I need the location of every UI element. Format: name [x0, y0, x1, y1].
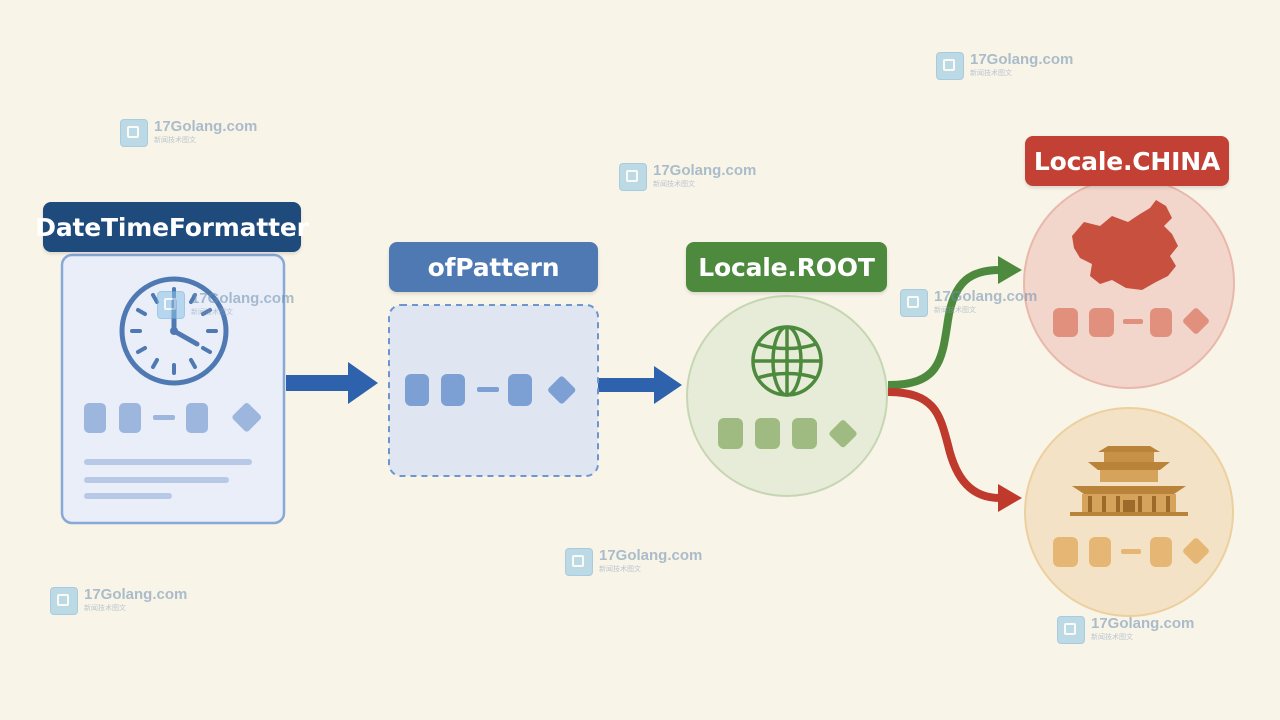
- clock-icon: [119, 276, 229, 386]
- watermark-logo-icon: [565, 548, 593, 576]
- watermark-text: 17Golang.com: [599, 547, 703, 564]
- watermark-subtext: 新闻技术图文: [1091, 633, 1133, 641]
- china-label: Locale.CHINA: [1025, 136, 1229, 186]
- formatter-card: [60, 253, 286, 525]
- watermark-text: 17Golang.com: [1091, 615, 1195, 632]
- arrow-root-to-palace: [887, 388, 1022, 512]
- watermark-text: 17Golang.com: [970, 51, 1074, 68]
- arrow-pattern-to-root: [598, 366, 682, 404]
- watermark-logo-icon: [1057, 616, 1085, 644]
- watermark-subtext: 新闻技术图文: [934, 306, 976, 314]
- root-tokens: [718, 418, 857, 449]
- watermark-logo-icon: [619, 163, 647, 191]
- pattern-tokens: [405, 374, 576, 406]
- watermark-subtext: 新闻技术图文: [84, 604, 126, 612]
- globe-icon: [751, 325, 823, 397]
- watermark-text: 17Golang.com: [84, 586, 188, 603]
- arrow-root-to-china: [887, 256, 1022, 389]
- pattern-card: [388, 304, 599, 477]
- watermark-subtext: 新闻技术图文: [191, 308, 233, 316]
- formatter-text-lines: [84, 459, 252, 499]
- formatter-label: DateTimeFormatter: [35, 202, 309, 252]
- watermark-logo-icon: [50, 587, 78, 615]
- watermark-subtext: 新闻技术图文: [599, 565, 641, 573]
- watermark-logo-icon: [120, 119, 148, 147]
- palace-icon: [1070, 446, 1188, 516]
- watermark-text: 17Golang.com: [191, 290, 295, 307]
- watermark-logo-icon: [900, 289, 928, 317]
- watermark-subtext: 新闻技术图文: [154, 136, 196, 144]
- palace-tokens: [1053, 537, 1209, 567]
- china-tokens: [1053, 308, 1209, 337]
- watermark-subtext: 新闻技术图文: [653, 180, 695, 188]
- watermark-logo-icon: [936, 52, 964, 80]
- china-circle: [1023, 177, 1235, 389]
- arrow-formatter-to-pattern: [286, 362, 378, 404]
- watermark-subtext: 新闻技术图文: [970, 69, 1012, 77]
- watermark-text: 17Golang.com: [934, 288, 1038, 305]
- china-map-icon: [1072, 200, 1178, 290]
- palace-circle: [1024, 407, 1234, 617]
- formatter-pattern-tokens: [84, 402, 262, 433]
- root-circle: [686, 295, 888, 497]
- watermark-logo-icon: [157, 291, 185, 319]
- watermark-text: 17Golang.com: [154, 118, 258, 135]
- watermark-text: 17Golang.com: [653, 162, 757, 179]
- pattern-label: ofPattern: [389, 242, 598, 292]
- root-label: Locale.ROOT: [686, 242, 887, 292]
